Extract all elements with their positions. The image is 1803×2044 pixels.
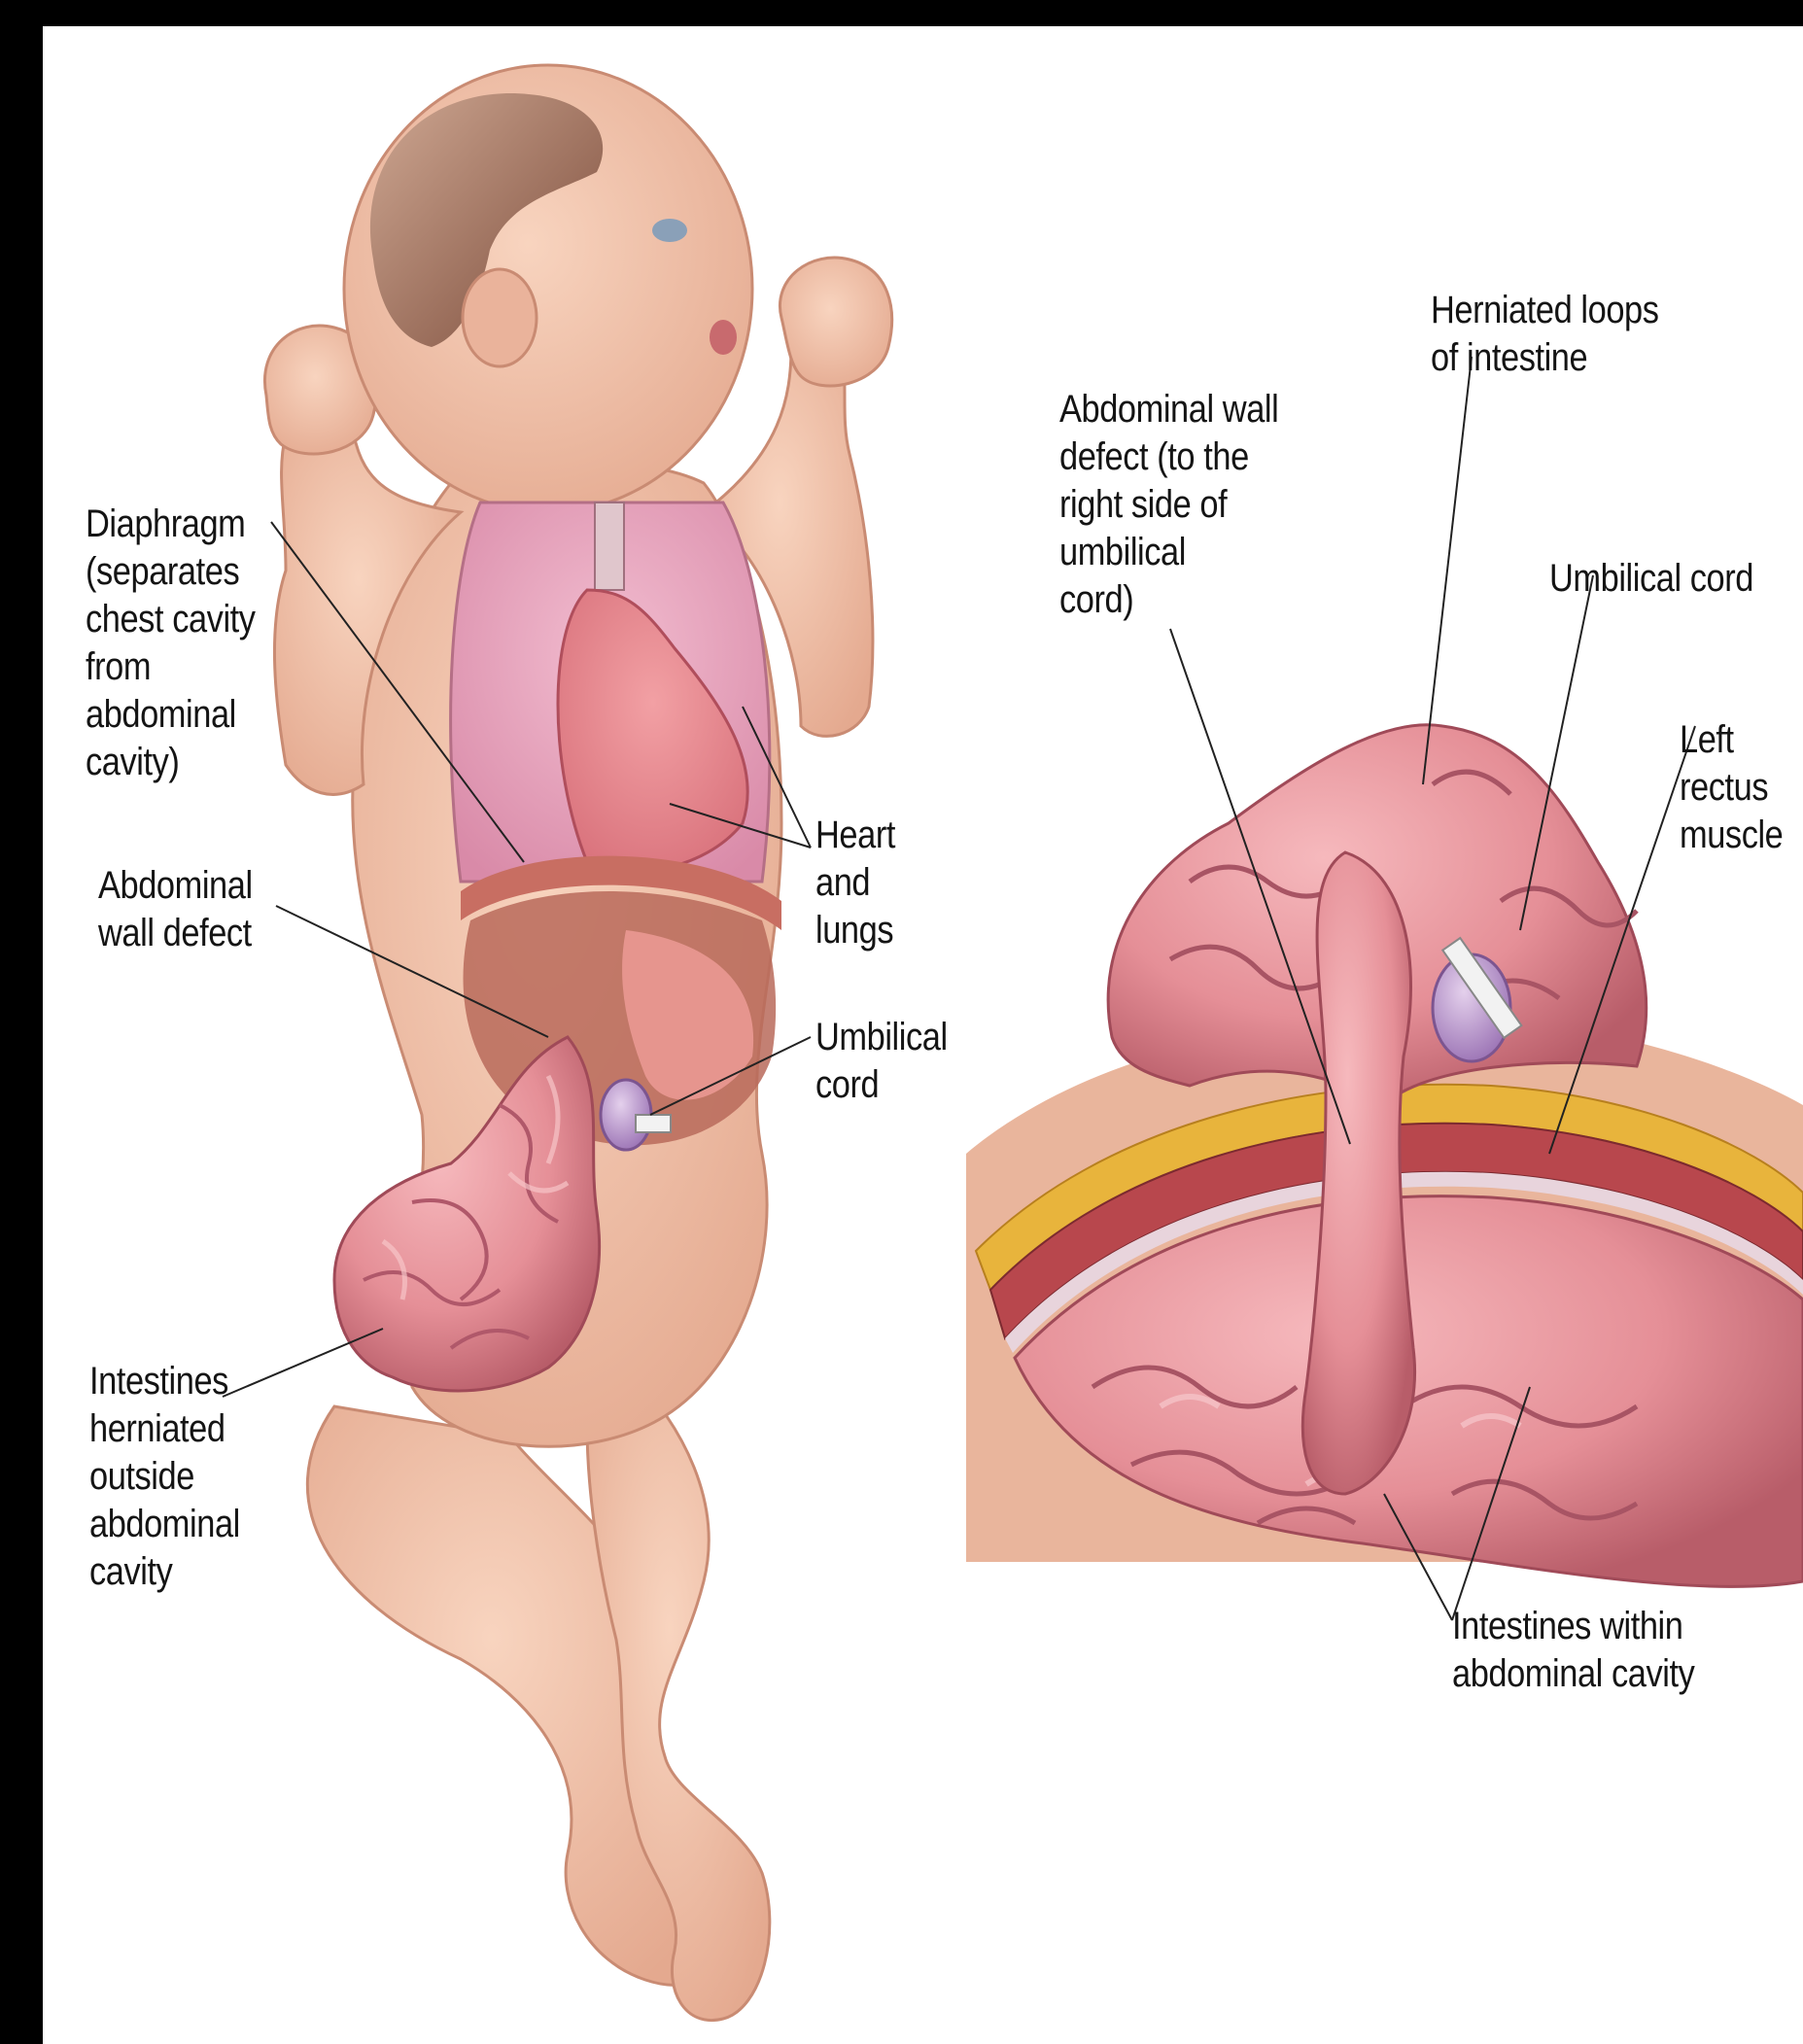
infant-mouth: [710, 320, 737, 355]
label-heart-lungs: Heart and lungs: [815, 812, 895, 954]
label-intestines-herniated: Intestines herniated outside abdominal c…: [89, 1358, 240, 1596]
label-umbilical-cord-right: Umbilical cord: [1549, 555, 1753, 603]
label-abdominal-wall-defect-left: Abdominal wall defect: [98, 862, 253, 957]
infant-eye: [652, 219, 687, 242]
trachea: [595, 502, 624, 590]
umbilical-clamp: [636, 1115, 671, 1132]
label-diaphragm: Diaphragm (separates chest cavity from a…: [86, 501, 256, 786]
illustration-frame: Diaphragm (separates chest cavity from a…: [43, 26, 1803, 2044]
label-left-rectus-muscle: Left rectus muscle: [1680, 716, 1783, 859]
label-abdominal-wall-defect-right: Abdominal wall defect (to the right side…: [1059, 386, 1278, 624]
abdominal-cross-section: [966, 725, 1803, 1587]
label-intestines-within: Intestines within abdominal cavity: [1452, 1603, 1694, 1698]
infant-ear: [463, 269, 537, 366]
infant-left-fist: [780, 258, 891, 386]
label-umbilical-cord-left: Umbilical cord: [815, 1014, 948, 1109]
label-herniated-loops: Herniated loops of intestine: [1431, 287, 1659, 382]
